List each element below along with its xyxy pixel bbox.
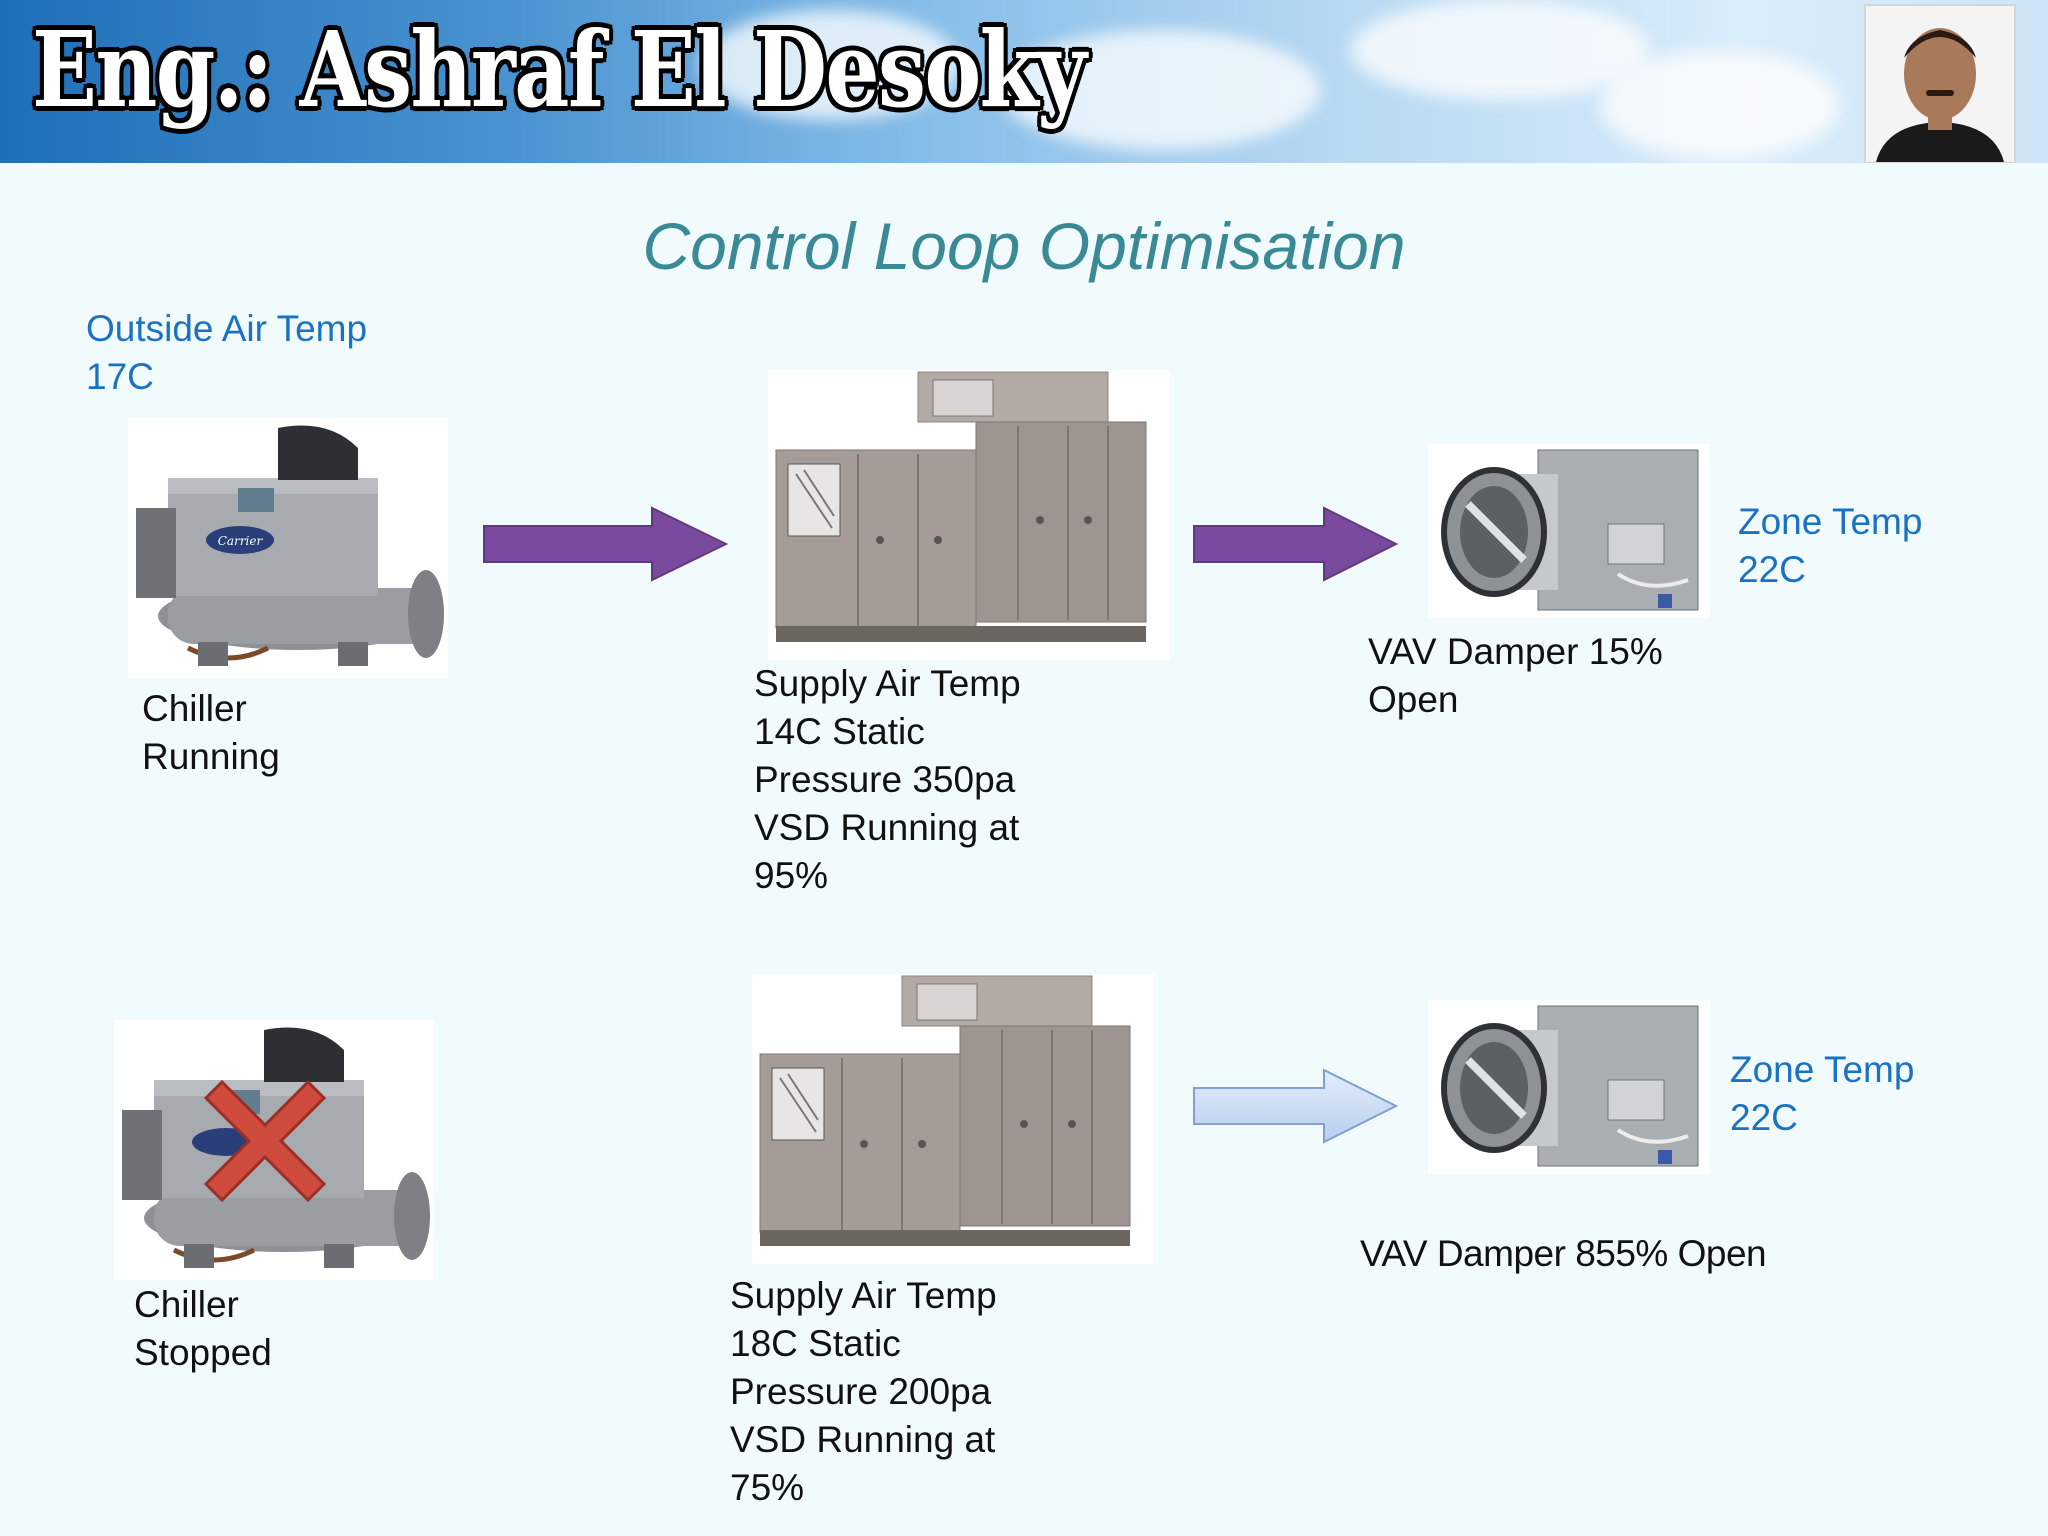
red-x-icon — [202, 1078, 328, 1204]
ahu-1-line3: Pressure 350pa — [754, 759, 1016, 800]
ahu-2-line3: Pressure 200pa — [730, 1371, 992, 1412]
ahu-1-line5: 95% — [754, 855, 829, 896]
ahu-2-line4: VSD Running at — [730, 1419, 996, 1460]
chiller-2-status-line1: Chiller — [134, 1284, 239, 1325]
arrow-right-icon — [482, 506, 728, 582]
zone-1-label: Zone Temp — [1738, 501, 1923, 542]
outside-air-value: 17C — [86, 356, 154, 397]
air-handling-unit-icon — [768, 370, 1170, 660]
svg-text:Carrier: Carrier — [218, 534, 264, 548]
ahu-2-line2: 18C Static — [730, 1323, 901, 1364]
ahu-1-line1: Supply Air Temp — [754, 663, 1021, 704]
arrow-right-icon — [1192, 1068, 1398, 1144]
slide-title: Control Loop Optimisation — [642, 209, 1406, 283]
vav-2-line1: VAV Damper 855% Open — [1360, 1233, 1767, 1274]
ahu-1-line2: 14C Static — [754, 711, 925, 752]
vav-1-line1: VAV Damper 15% — [1368, 631, 1663, 672]
author-photo — [1864, 4, 2016, 163]
chiller-1-status-line1: Chiller — [142, 688, 247, 729]
ahu-2-line1: Supply Air Temp — [730, 1275, 997, 1316]
ahu-2-line5: 75% — [730, 1467, 805, 1508]
header-banner: Eng.: Ashraf El Desoky — [0, 0, 2048, 163]
arrow-right-icon — [1192, 506, 1398, 582]
air-handling-unit-icon — [752, 974, 1154, 1264]
zone-2-value: 22C — [1730, 1097, 1798, 1138]
chiller-1-status-line2: Running — [142, 736, 280, 777]
vav-1-line2: Open — [1368, 679, 1459, 720]
vav-damper-icon — [1428, 1000, 1710, 1174]
author-name: Eng.: Ashraf El Desoky — [32, 8, 1087, 131]
zone-1-value: 22C — [1738, 549, 1806, 590]
outside-air-label: Outside Air Temp — [86, 308, 368, 349]
zone-2-label: Zone Temp — [1730, 1049, 1915, 1090]
chiller-icon: Carrier — [128, 418, 448, 678]
vav-damper-icon — [1428, 444, 1710, 618]
ahu-1-line4: VSD Running at — [754, 807, 1020, 848]
chiller-2-status-line2: Stopped — [134, 1332, 272, 1373]
